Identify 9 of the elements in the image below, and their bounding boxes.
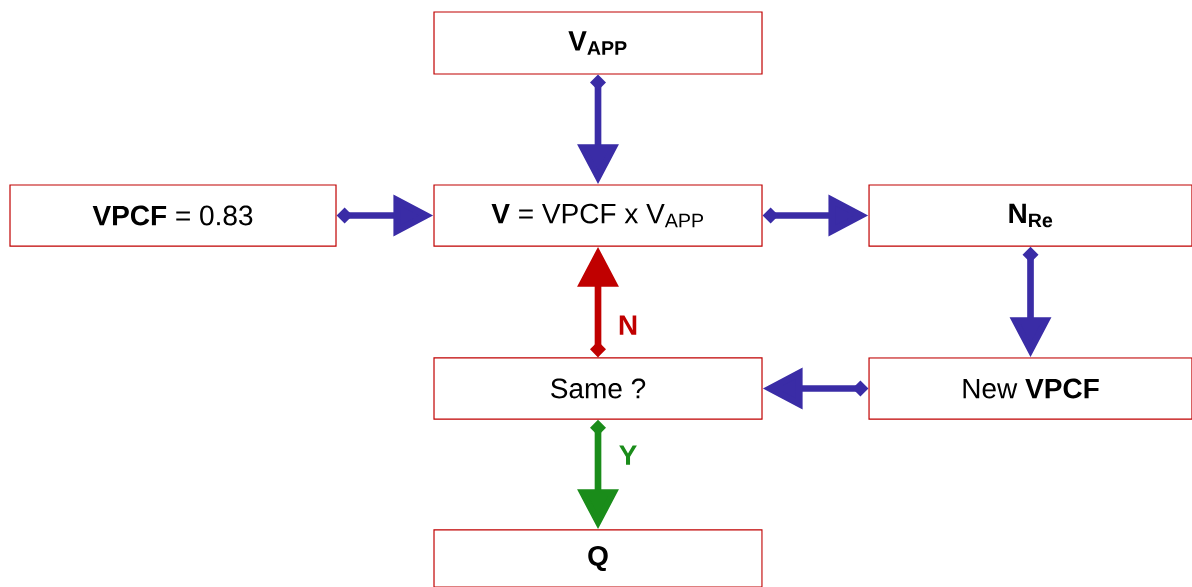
process-box: VPCF = 0.83 (9, 184, 337, 247)
process-box: New VPCF (868, 357, 1192, 420)
edge-label: Y (619, 445, 637, 465)
process-box: Same ? (433, 357, 763, 420)
process-box: N$_{Re}$ (868, 184, 1192, 247)
process-box: V = VPCF x V$_{APP}$ (433, 184, 763, 247)
edge-label: N (619, 315, 637, 335)
process-box: V$_{APP}$ (433, 11, 763, 75)
process-box: Q (433, 529, 763, 587)
